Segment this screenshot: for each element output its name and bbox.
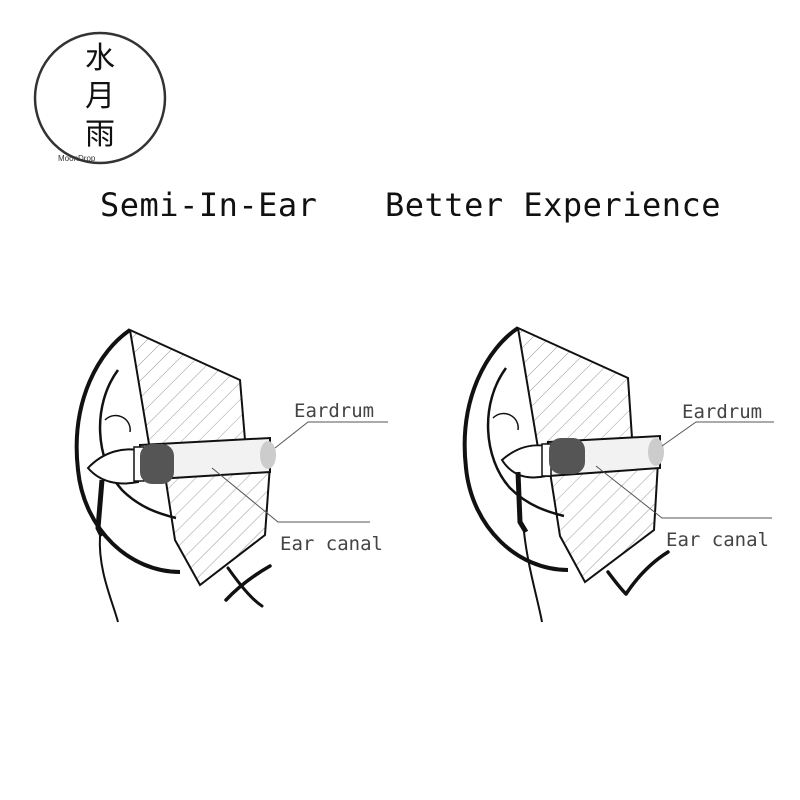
- logo-char-3: 雨: [85, 117, 115, 152]
- ear-section-upper: [516, 326, 634, 450]
- ear-canal-label: Ear canal: [280, 533, 383, 555]
- canal-leader-line: [211, 467, 370, 523]
- ear-outer-contour: [462, 326, 569, 572]
- logo-ring: [33, 31, 167, 165]
- eardrum-label: Eardrum: [682, 401, 762, 423]
- logo-char-2: 月: [85, 79, 115, 114]
- eartip-shape: [549, 438, 585, 474]
- ear-canal-label: Ear canal: [666, 529, 769, 551]
- ear-section-lower: [548, 460, 660, 584]
- eartip-shape: [140, 444, 174, 484]
- ear-section-upper: [128, 328, 247, 452]
- headline-better-experience: Better Experience: [385, 186, 722, 224]
- earphone-cable: [523, 531, 543, 623]
- canal-leader-line: [595, 465, 772, 519]
- logo-char-1: 水: [85, 41, 115, 76]
- ear-inner-fold: [486, 367, 565, 518]
- ear-diagram-correct: Eardrum Ear canal: [462, 326, 774, 623]
- ear-outer-contour: [74, 328, 181, 574]
- earphone-cable-stem: [515, 471, 529, 534]
- eardrum-shape: [260, 441, 276, 469]
- ear-fold-detail: [492, 412, 519, 431]
- headline-semi-in-ear: Semi-In-Ear: [100, 186, 318, 224]
- headline: Semi-In-Ear Better Experience: [0, 186, 800, 230]
- diagram-deep-insertion: Eardrum Ear canal: [0, 300, 400, 630]
- moondrop-logo: 水 月 雨 MoonDrop: [32, 30, 168, 166]
- earphone-nozzle: [86, 448, 139, 485]
- ear-section-lower: [163, 463, 272, 587]
- ear-fold-detail: [104, 414, 131, 433]
- logo-brand-text: MoonDrop: [58, 154, 96, 163]
- cross-icon: [224, 564, 272, 608]
- earphone-nozzle: [500, 444, 547, 479]
- ear-diagram-wrong: Eardrum Ear canal: [74, 328, 388, 623]
- eardrum-shape: [648, 438, 664, 466]
- logo-seal: 水 月 雨 MoonDrop: [33, 31, 167, 165]
- earphone-cable-stem: [95, 479, 105, 538]
- eardrum-leader-line: [661, 421, 774, 447]
- eardrum-label: Eardrum: [294, 400, 374, 422]
- check-icon: [606, 550, 670, 596]
- earphone-cable: [98, 535, 119, 623]
- diagram-semi-in-ear: Eardrum Ear canal: [400, 300, 800, 630]
- eardrum-leader-line: [274, 421, 388, 449]
